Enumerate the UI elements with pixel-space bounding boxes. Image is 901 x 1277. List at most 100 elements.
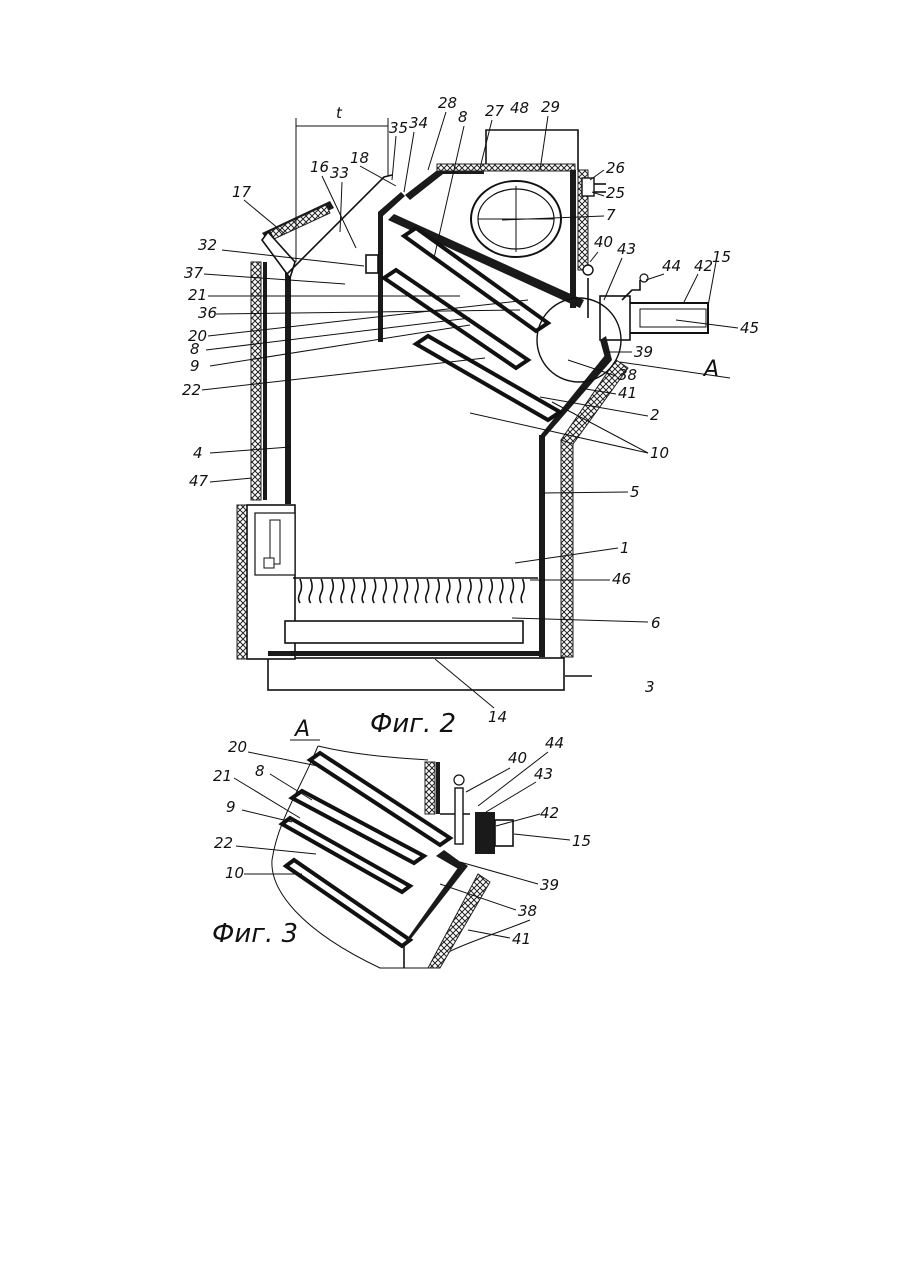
grate-tooth [383, 579, 386, 603]
reference-label-45: 45 [740, 319, 759, 337]
grate-tooth [352, 579, 355, 603]
leader-6 [512, 618, 648, 622]
reference-label-8: 8 [255, 762, 265, 780]
door-insulation [237, 505, 247, 659]
base-plate [268, 658, 564, 690]
reference-label-44: 44 [545, 734, 564, 752]
dimension-t: t [336, 104, 343, 122]
reference-label-17: 17 [232, 183, 252, 201]
reference-label-10: 10 [650, 444, 669, 462]
leader-9 [242, 810, 292, 822]
leader-35 [392, 136, 396, 180]
grate-tooth [500, 579, 503, 603]
figure-2: t 12345678910141516171820212225262728293… [182, 94, 759, 739]
reference-label-8-lower: 8 [190, 340, 200, 358]
ash-pan [285, 621, 523, 643]
fig3-plate-10 [286, 860, 410, 946]
reference-label-48: 48 [510, 99, 529, 117]
reference-label-38: 38 [518, 902, 537, 920]
reference-label-35: 35 [389, 119, 408, 137]
reference-label-42: 42 [694, 257, 713, 275]
fig3-top-wall [436, 762, 440, 814]
leader-40 [590, 252, 598, 262]
leader-17 [244, 200, 285, 234]
leader-33 [340, 182, 342, 232]
fig3-deflector-39 [436, 850, 466, 870]
leader-37 [204, 274, 345, 284]
fig3-caption: Фиг. 3 [212, 919, 298, 949]
reference-label-20: 20 [228, 738, 247, 756]
reference-label-10: 10 [225, 864, 244, 882]
grate-tooth [299, 579, 302, 603]
reference-label-26: 26 [606, 159, 625, 177]
reference-label-21: 21 [188, 286, 207, 304]
right-inner-wall [539, 435, 545, 657]
grate-tooth [373, 579, 376, 603]
fig3-flange-42 [475, 812, 495, 854]
hopper-lid-insulation [270, 205, 330, 239]
fig3-rod-knob [454, 775, 464, 785]
leader-5 [543, 492, 628, 493]
grate-tooth [405, 579, 408, 603]
right-insulation [561, 440, 573, 657]
reference-label-21: 21 [213, 767, 232, 785]
reference-label-16: 16 [310, 158, 329, 176]
fig3-plate-21 [282, 818, 410, 892]
reference-label-22: 22 [214, 834, 233, 852]
fig3-plate-8 [292, 791, 424, 863]
grate-tooth [511, 579, 514, 603]
reference-label-14: 14 [488, 708, 507, 726]
reference-label-2: 2 [650, 406, 660, 424]
pipe-44-knob [640, 274, 648, 282]
reference-label-38: 38 [618, 366, 637, 384]
reference-label-15: 15 [572, 832, 591, 850]
reference-label-34: 34 [409, 114, 428, 132]
reference-label-6: 6 [651, 614, 661, 632]
reference-label-40: 40 [508, 749, 527, 767]
leader-43 [486, 782, 536, 812]
grate-tooth [362, 579, 365, 603]
reference-label-46: 46 [612, 570, 631, 588]
reference-label-9: 9 [226, 798, 236, 816]
leader-28 [428, 112, 446, 170]
burner-pipe-inner [640, 309, 706, 327]
leader-34 [404, 132, 414, 192]
leader-8 [270, 774, 312, 800]
damper [366, 255, 378, 273]
leader-41 [468, 930, 510, 938]
leader-43 [604, 258, 622, 300]
grate-tooth [436, 579, 439, 603]
reference-label-4: 4 [193, 444, 203, 462]
fig3-slanted-insulation [428, 874, 490, 968]
leader-40 [466, 768, 510, 792]
reference-label-8: 8 [458, 108, 468, 126]
leader-47 [210, 478, 252, 482]
pipe-44 [622, 280, 640, 300]
grate-tooth [521, 579, 524, 603]
grate-tooth [468, 579, 471, 603]
hood-top-wall [405, 168, 484, 200]
reference-label-22: 22 [182, 381, 201, 399]
grate-tooth [330, 579, 333, 603]
reference-label-47: 47 [189, 472, 209, 490]
leader-4 [210, 447, 290, 453]
left-outer-wall [263, 262, 267, 500]
fig3-labels: 20821922104044434215393841 [213, 734, 591, 948]
reference-label-9: 9 [190, 357, 200, 375]
leader-36 [216, 310, 520, 314]
leader-22 [236, 846, 316, 854]
reference-label-42: 42 [540, 804, 559, 822]
reference-label-41: 41 [512, 930, 531, 948]
vertical-baffle [378, 192, 405, 342]
grate-tooth [458, 579, 461, 603]
leader-15 [514, 834, 570, 840]
chamber-floor [268, 651, 542, 656]
leader-8 [434, 126, 464, 258]
reference-label-28: 28 [438, 94, 457, 112]
reference-label-25: 25 [606, 184, 625, 202]
door-window [270, 520, 280, 564]
grate-tooth [479, 579, 482, 603]
grate-tooth [394, 579, 397, 603]
right-upper-wall [570, 170, 576, 308]
